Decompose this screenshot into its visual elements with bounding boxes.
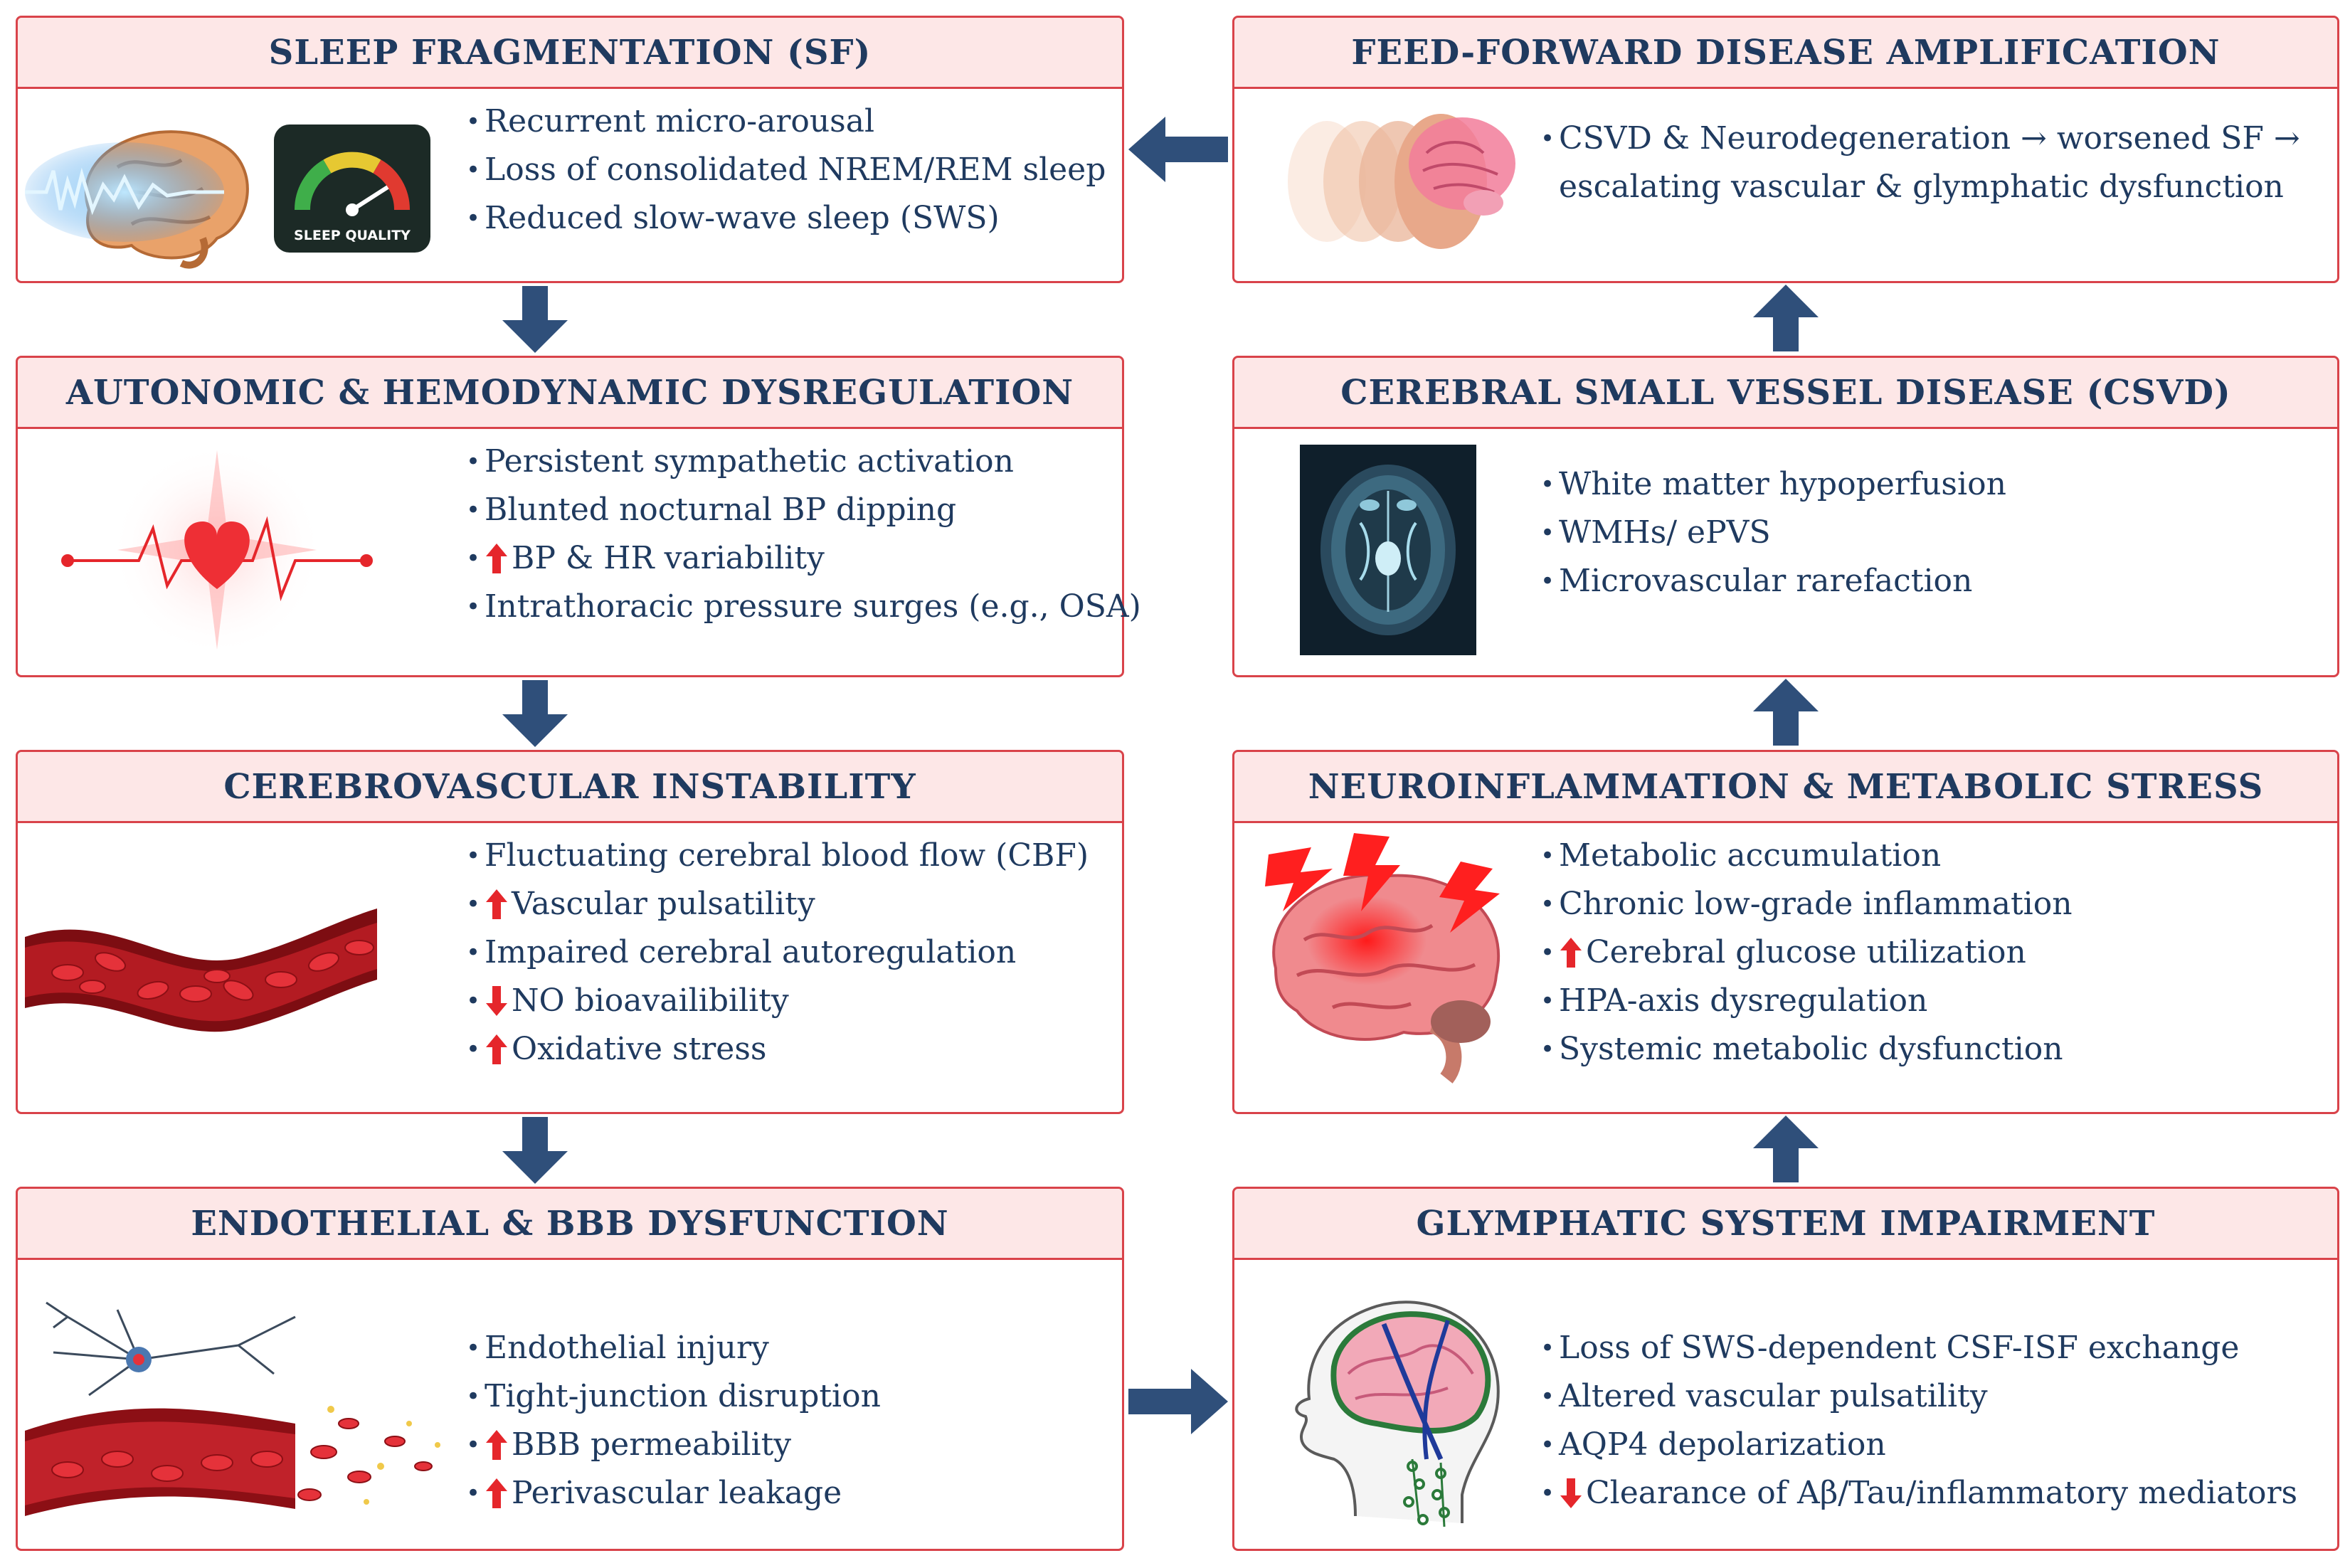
bullet-list: •Metabolic accumulation •Chronic low-gra…: [1540, 832, 2073, 1074]
list-item: •BBB permeability: [466, 1426, 792, 1463]
list-item: •Systemic metabolic dysfunction: [1540, 1031, 2063, 1067]
list-item: •Recurrent micro-arousal: [466, 103, 875, 139]
bullet-list: •Recurrent micro-arousal •Loss of consol…: [466, 97, 1106, 243]
box-sleep-fragmentation: SLEEP FRAGMENTATION (SF) SLEEP QUALITY: [16, 16, 1124, 283]
list-item: •Loss of consolidated NREM/REM sleep: [466, 152, 1106, 188]
list-item: •NO bioavailibility: [466, 982, 789, 1019]
arrow-down-sf-to-autonomic: [502, 286, 568, 353]
list-item: •Chronic low-grade inflammation: [1540, 886, 2073, 922]
box-header: ENDOTHELIAL & BBB DYSFUNCTION: [18, 1189, 1122, 1260]
list-item: •HPA-axis dysregulation: [1540, 982, 1928, 1019]
box-body: •Persistent sympathetic activation •Blun…: [18, 429, 1141, 675]
list-item: •Microvascular rarefaction: [1540, 563, 1973, 599]
box-header: GLYMPHATIC SYSTEM IMPAIRMENT: [1234, 1189, 2337, 1260]
list-item: •Tight-junction disruption: [466, 1378, 881, 1414]
increase-arrow-icon: [486, 1430, 507, 1460]
blood-vessel-icon: [25, 909, 377, 1032]
bullet-list: •Persistent sympathetic activation •Blun…: [466, 438, 1141, 631]
list-item: •Impaired cerebral autoregulation: [466, 934, 1017, 970]
increase-arrow-icon: [486, 544, 507, 573]
box-neuroinflammation-metabolic: NEUROINFLAMMATION & METABOLIC STRESS •Me…: [1232, 750, 2339, 1114]
box-body: SLEEP QUALITY •Recurrent micro-arousal •…: [18, 89, 1122, 281]
box-body: •Endothelial injury •Tight-junction disr…: [18, 1260, 1122, 1549]
bullet-list: •Loss of SWS-dependent CSF-ISF exchange …: [1540, 1324, 2297, 1517]
box-title: SLEEP FRAGMENTATION (SF): [268, 32, 872, 73]
box-csvd: CEREBRAL SMALL VESSEL DISEASE (CSVD) •Wh…: [1232, 356, 2339, 677]
list-item: •Intrathoracic pressure surges (e.g., OS…: [466, 588, 1141, 625]
arrow-down-cerebro-to-endothelial: [502, 1117, 568, 1184]
list-item: •WMHs/ ePVS: [1540, 514, 1771, 551]
increase-arrow-icon: [486, 889, 507, 919]
inflamed-brain-icon: [1265, 833, 1500, 1084]
list-item: •CSVD & Neurodegeneration → worsened SF …: [1540, 120, 2300, 157]
box-header: SLEEP FRAGMENTATION (SF): [18, 18, 1122, 89]
list-item: escalating vascular & glymphatic dysfunc…: [1559, 169, 2284, 205]
list-item: •Endothelial injury: [466, 1330, 769, 1366]
increase-arrow-icon: [486, 1478, 507, 1508]
list-item: •BP & HR variability: [466, 540, 825, 576]
box-autonomic-hemodynamic: AUTONOMIC & HEMODYNAMIC DYSREGULATION •P…: [16, 356, 1141, 677]
bullet-list: •Endothelial injury •Tight-junction disr…: [466, 1324, 881, 1517]
box-header: CEREBRAL SMALL VESSEL DISEASE (CSVD): [1234, 358, 2337, 429]
glymphatic-head-icon: [1295, 1301, 1500, 1527]
decrease-arrow-icon: [486, 986, 507, 1016]
box-cerebrovascular-instability: CEREBROVASCULAR INSTABILITY •Fluctuating…: [16, 750, 1124, 1114]
box-title: GLYMPHATIC SYSTEM IMPAIRMENT: [1416, 1203, 2156, 1244]
arrow-right-endothelial-to-glymph: [1128, 1369, 1228, 1434]
box-header: CEREBROVASCULAR INSTABILITY: [18, 752, 1122, 823]
bullet-list: •White matter hypoperfusion •WMHs/ ePVS …: [1540, 460, 2006, 605]
box-title: NEUROINFLAMMATION & METABOLIC STRESS: [1308, 766, 2264, 807]
list-item: •Oxidative stress: [466, 1031, 767, 1067]
gauge-badge-label: SLEEP QUALITY: [294, 228, 411, 243]
sleep-gauge-icon: SLEEP QUALITY: [274, 125, 430, 253]
decrease-arrow-icon: [1560, 1478, 1582, 1508]
box-title: ENDOTHELIAL & BBB DYSFUNCTION: [191, 1203, 949, 1244]
box-header: FEED-FORWARD DISEASE AMPLIFICATION: [1234, 18, 2337, 89]
box-feed-forward-amplification: FEED-FORWARD DISEASE AMPLIFICATION •CSVD…: [1232, 16, 2339, 283]
box-title: AUTONOMIC & HEMODYNAMIC DYSREGULATION: [65, 372, 1074, 413]
box-body: •Loss of SWS-dependent CSF-ISF exchange …: [1234, 1260, 2337, 1549]
list-item: •White matter hypoperfusion: [1540, 466, 2006, 502]
arrow-up-neuro-to-csvd: [1753, 679, 1819, 746]
box-body: •Metabolic accumulation •Chronic low-gra…: [1234, 823, 2337, 1112]
list-item: •Metabolic accumulation: [1540, 837, 1942, 874]
box-title: FEED-FORWARD DISEASE AMPLIFICATION: [1351, 32, 2221, 73]
mri-scan-icon: [1300, 445, 1476, 655]
list-item: •Persistent sympathetic activation: [466, 443, 1014, 480]
box-header: AUTONOMIC & HEMODYNAMIC DYSREGULATION: [18, 358, 1122, 429]
arrow-up-csvd-to-feedforward: [1753, 285, 1819, 351]
box-header: NEUROINFLAMMATION & METABOLIC STRESS: [1234, 752, 2337, 823]
list-item: •Fluctuating cerebral blood flow (CBF): [466, 837, 1089, 874]
list-item: •Loss of SWS-dependent CSF-ISF exchange: [1540, 1330, 2240, 1366]
increase-arrow-icon: [486, 1034, 507, 1064]
box-body: •White matter hypoperfusion •WMHs/ ePVS …: [1234, 429, 2337, 675]
neuron-vessel-icon: [25, 1301, 440, 1516]
box-endothelial-bbb: ENDOTHELIAL & BBB DYSFUNCTION: [16, 1187, 1124, 1551]
list-item: •Blunted nocturnal BP dipping: [466, 492, 957, 528]
box-title: CEREBROVASCULAR INSTABILITY: [223, 766, 916, 807]
arrow-down-autonomic-to-cerebro: [502, 680, 568, 747]
list-item: •AQP4 depolarization: [1540, 1426, 1886, 1463]
bullet-list: •Fluctuating cerebral blood flow (CBF) •…: [466, 832, 1089, 1074]
box-body: •Fluctuating cerebral blood flow (CBF) •…: [18, 823, 1122, 1112]
list-item: •Vascular pulsatility: [466, 886, 815, 922]
arrow-left-feedforward-to-sf: [1128, 117, 1228, 182]
box-glymphatic-impairment: GLYMPHATIC SYSTEM IMPAIRMENT •Loss of SW…: [1232, 1187, 2339, 1551]
brain-wave-icon: [25, 130, 249, 269]
list-item: •Clearance of Aβ/Tau/inflammatory mediat…: [1540, 1475, 2298, 1511]
box-body: •CSVD & Neurodegeneration → worsened SF …: [1234, 89, 2337, 281]
heartbeat-icon: [61, 443, 373, 657]
increase-arrow-icon: [1560, 938, 1582, 968]
aging-faces-icon: [1288, 114, 1515, 249]
arrow-up-glymph-to-neuro: [1753, 1116, 1819, 1182]
list-item: •Reduced slow-wave sleep (SWS): [466, 200, 1000, 236]
box-title: CEREBRAL SMALL VESSEL DISEASE (CSVD): [1340, 372, 2231, 413]
bullet-list: •CSVD & Neurodegeneration → worsened SF …: [1540, 115, 2300, 211]
list-item: •Cerebral glucose utilization: [1540, 934, 2026, 970]
list-item: •Perivascular leakage: [466, 1475, 842, 1511]
list-item: •Altered vascular pulsatility: [1540, 1378, 1988, 1414]
